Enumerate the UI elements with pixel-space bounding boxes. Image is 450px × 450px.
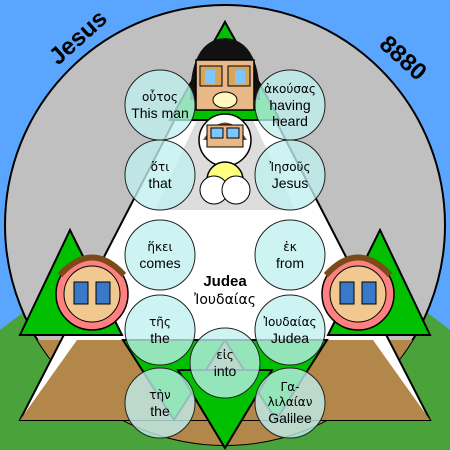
word-greek: ἥκει bbox=[147, 240, 172, 254]
word-greek: ἀκούσας bbox=[264, 82, 316, 96]
right-figure bbox=[321, 254, 395, 331]
word-circle-shape bbox=[124, 294, 196, 366]
middle-figure bbox=[198, 113, 252, 205]
word-greek: ἐκ bbox=[283, 240, 297, 254]
top-figure bbox=[190, 38, 260, 111]
word-english: Jesus bbox=[272, 175, 309, 191]
word-greek: Ἰησοῦς bbox=[269, 160, 310, 174]
left-figure bbox=[55, 254, 129, 331]
center-greek: Ἰουδαίας bbox=[194, 292, 256, 308]
word-english: having bbox=[269, 97, 310, 113]
word-english: This man bbox=[131, 105, 189, 121]
word-english: the bbox=[150, 403, 170, 419]
word-english: that bbox=[148, 175, 171, 191]
word-circle-shape bbox=[254, 219, 326, 291]
word-english: the bbox=[150, 330, 170, 346]
word-greek: εἰς bbox=[216, 348, 234, 362]
word-english: from bbox=[276, 255, 304, 271]
word-english: heard bbox=[272, 113, 308, 129]
word-circle-shape bbox=[124, 367, 196, 439]
word-circle-shape bbox=[189, 327, 261, 399]
word-circle-shape bbox=[254, 367, 326, 439]
word-greek: τῆς bbox=[149, 315, 171, 329]
word-greek: οὗτος bbox=[142, 89, 178, 104]
center-english: Judea bbox=[203, 273, 247, 290]
word-circle-shape bbox=[124, 219, 196, 291]
word-greek: Γα- bbox=[281, 380, 300, 394]
word-greek: λιλαίαν bbox=[268, 395, 313, 409]
word-circle-shape bbox=[254, 139, 326, 211]
word-english: Galilee bbox=[268, 410, 312, 426]
word-english: comes bbox=[139, 255, 180, 271]
word-circle-shape bbox=[124, 139, 196, 211]
word-greek: τὴν bbox=[149, 388, 171, 402]
word-english: into bbox=[214, 363, 237, 379]
word-circle-shape bbox=[254, 294, 326, 366]
word-english: Judea bbox=[271, 330, 309, 346]
word-greek: ὅτι bbox=[151, 160, 170, 174]
word-greek: Ἰουδαίας bbox=[263, 315, 316, 329]
